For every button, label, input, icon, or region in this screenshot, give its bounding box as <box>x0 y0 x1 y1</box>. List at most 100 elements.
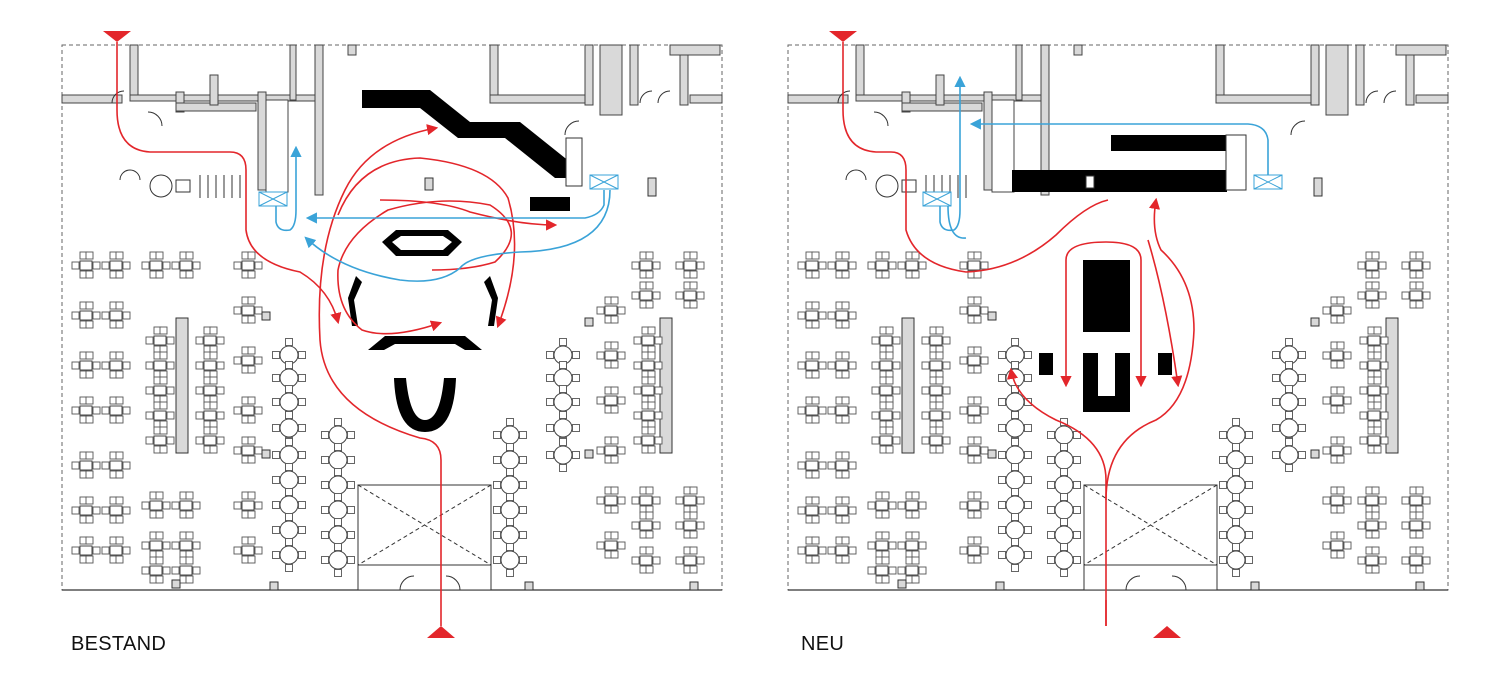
chair <box>1011 538 1019 546</box>
chair <box>918 541 927 550</box>
hexagon-island <box>382 230 462 256</box>
table-group <box>1401 251 1431 279</box>
fixture <box>175 179 191 193</box>
chair <box>818 261 827 270</box>
chair <box>1298 451 1306 459</box>
chair <box>155 510 164 519</box>
table-group <box>171 556 201 584</box>
chair <box>1047 456 1055 464</box>
chair <box>572 351 580 359</box>
counter-side-right <box>1158 353 1172 375</box>
chair <box>654 436 663 445</box>
chair <box>1371 251 1380 260</box>
chair <box>92 406 101 415</box>
chair <box>1073 506 1081 514</box>
wall <box>689 94 723 104</box>
chair <box>1322 351 1331 360</box>
chair <box>1422 521 1431 530</box>
chair <box>998 398 1006 406</box>
table <box>1367 410 1381 421</box>
chair <box>848 361 857 370</box>
table-group <box>797 396 827 424</box>
wall <box>983 91 993 191</box>
wall <box>1073 44 1083 56</box>
table <box>805 505 819 516</box>
chair <box>247 415 256 424</box>
table-group <box>233 491 263 519</box>
chair <box>911 531 920 540</box>
table <box>153 385 167 396</box>
chair <box>841 320 850 329</box>
chair <box>1371 486 1380 495</box>
table <box>179 565 193 576</box>
table-group <box>959 346 989 374</box>
table-group <box>959 396 989 424</box>
chair <box>885 401 894 410</box>
chair <box>647 351 656 360</box>
chair <box>911 270 920 279</box>
chair <box>347 431 355 439</box>
entry-marker-bottom <box>1153 626 1181 638</box>
chair <box>1343 496 1352 505</box>
chair <box>1415 300 1424 309</box>
chair <box>321 531 329 539</box>
counter-bar-upper <box>1111 135 1226 151</box>
chair <box>298 501 306 509</box>
chair <box>321 456 329 464</box>
table-group <box>171 251 201 279</box>
chair <box>1285 338 1293 346</box>
table-group <box>141 251 171 279</box>
chair <box>1373 376 1382 385</box>
table <box>1367 335 1381 346</box>
vestibule-door-zone <box>357 564 492 591</box>
table <box>875 260 889 271</box>
chair <box>162 566 171 575</box>
table <box>241 445 255 456</box>
chair <box>171 261 180 270</box>
table-group <box>171 491 201 519</box>
chair <box>141 501 150 510</box>
staff-flow-path <box>305 190 605 224</box>
chair <box>647 401 656 410</box>
wall <box>489 94 591 104</box>
table-group <box>141 491 171 519</box>
table <box>153 360 167 371</box>
chair <box>841 536 850 545</box>
chair <box>559 361 567 369</box>
chair <box>233 546 242 555</box>
table-group <box>871 376 901 404</box>
table-group <box>959 296 989 324</box>
chair <box>610 315 619 324</box>
chair <box>998 424 1006 432</box>
chair <box>848 406 857 415</box>
table <box>604 395 618 406</box>
chair <box>633 411 642 420</box>
chair <box>871 336 880 345</box>
chair <box>493 481 501 489</box>
chair <box>1024 501 1032 509</box>
table-group <box>101 451 131 479</box>
table <box>279 392 299 412</box>
chair <box>272 398 280 406</box>
fixture <box>901 179 917 193</box>
table <box>553 392 573 412</box>
table <box>1005 418 1025 438</box>
column <box>689 581 699 591</box>
chair <box>1322 496 1331 505</box>
column <box>1415 581 1425 591</box>
chair <box>942 436 951 445</box>
chair <box>85 351 94 360</box>
chair <box>155 556 164 565</box>
table-group <box>71 536 101 564</box>
chair <box>980 306 989 315</box>
table <box>641 385 655 396</box>
chair <box>1371 565 1380 574</box>
table <box>835 405 849 416</box>
chair <box>867 566 876 575</box>
chair <box>155 575 164 584</box>
chair <box>1336 436 1345 445</box>
table-group <box>827 496 857 524</box>
chair <box>935 445 944 454</box>
chair <box>546 351 554 359</box>
table <box>929 360 943 371</box>
